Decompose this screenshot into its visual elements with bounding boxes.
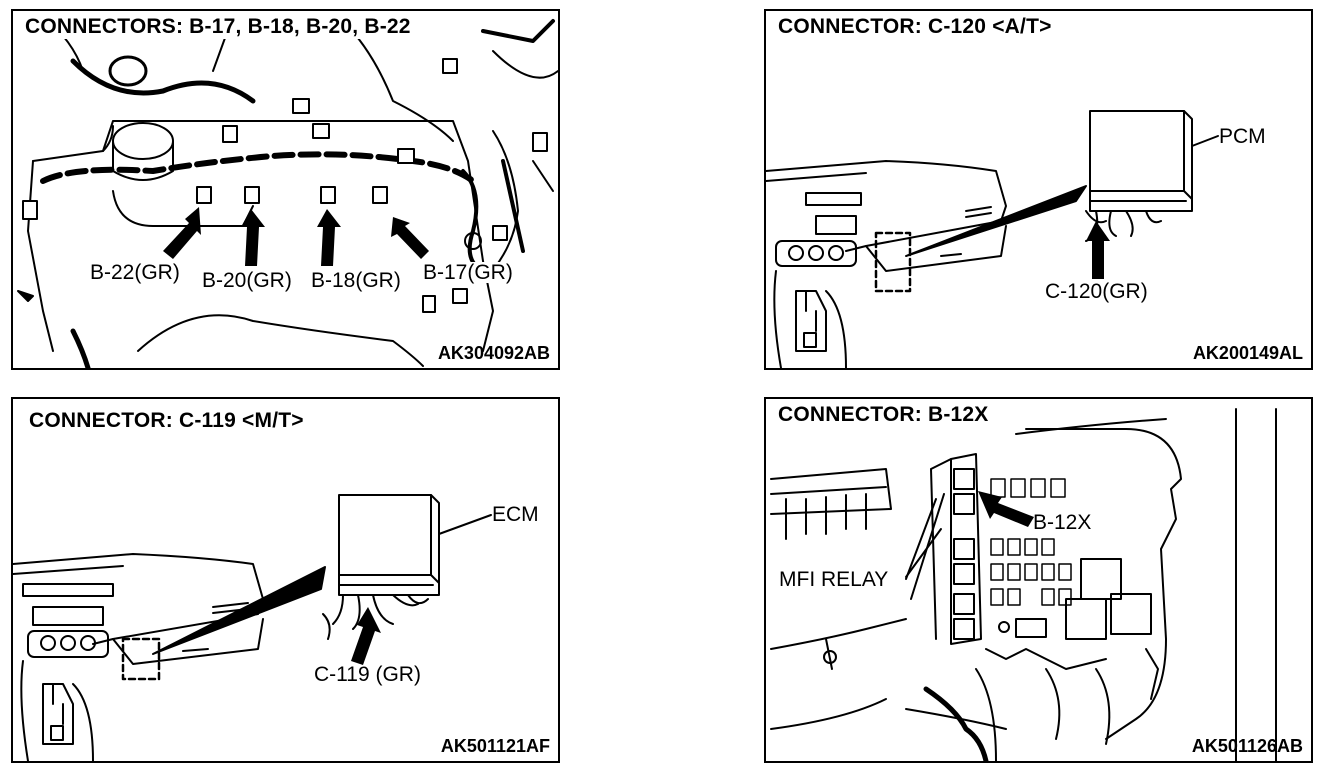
dashboard-pcm-illustration — [766, 110, 1219, 368]
dashboard-ecm-illustration — [13, 494, 492, 761]
label-c120: C-120(GR) — [1045, 280, 1148, 303]
panel-4-figure-code: AK501126AB — [1191, 736, 1303, 756]
panel-2-title: CONNECTOR: C-120 <A/T> — [776, 15, 1054, 39]
panel-2-figure-code: AK200149AL — [1192, 343, 1303, 363]
label-b17: B-17(GR) — [422, 261, 514, 284]
label-b20: B-20(GR) — [201, 269, 293, 292]
panel-c120: CONNECTOR: C-120 <A/T> PCM C-120(GR) AK2… — [764, 9, 1313, 370]
panel-3-title: CONNECTOR: C-119 <M/T> — [27, 409, 306, 433]
panel-3-figure-code: AK501121AF — [440, 736, 550, 756]
label-b12x: B-12X — [1033, 511, 1092, 534]
relay-box-illustration — [770, 408, 1277, 761]
panel-b17-b18-b20-b22: CONNECTORS: B-17, B-18, B-20, B-22 B-22(… — [11, 9, 560, 370]
label-mfi-relay: MFI RELAY — [778, 568, 890, 591]
label-b22: B-22(GR) — [89, 261, 181, 284]
panel-b12x: CONNECTOR: B-12X B-12X MFI RELAY AK50112… — [764, 397, 1313, 763]
panel-4-title: CONNECTOR: B-12X — [776, 403, 991, 427]
label-pcm: PCM — [1219, 125, 1266, 148]
label-b18: B-18(GR) — [310, 269, 402, 292]
label-c119: C-119 (GR) — [314, 663, 421, 686]
engine-harness-illustration — [17, 15, 558, 368]
panel-1-figure-code: AK304092AB — [437, 343, 550, 363]
label-ecm: ECM — [492, 503, 539, 526]
panel-c119: CONNECTOR: C-119 <M/T> ECM C-119 (GR) AK… — [11, 397, 560, 763]
panel-1-title: CONNECTORS: B-17, B-18, B-20, B-22 — [23, 15, 413, 39]
